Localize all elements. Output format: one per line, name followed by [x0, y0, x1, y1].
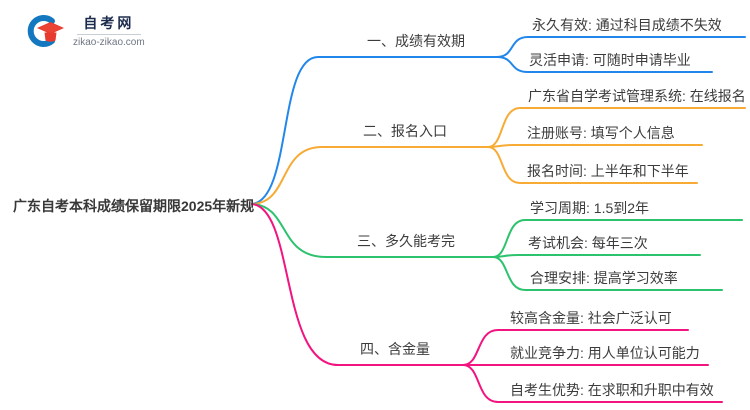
leaf-1-1: 永久有效: 通过科目成绩不失效	[532, 17, 722, 33]
branch-label-1: 一、成绩有效期	[367, 33, 465, 49]
branch-2-leaf-3-line	[487, 146, 698, 184]
leaf-3-2: 考试机会: 每年三次	[528, 235, 648, 251]
branch-2-line	[251, 146, 489, 205]
logo-text-block: 自考网 zikao-zikao.com	[73, 15, 145, 48]
leaf-4-2: 就业竞争力: 用人单位认可能力	[510, 345, 700, 361]
graduation-cap-icon	[27, 15, 64, 47]
logo-divider	[76, 33, 141, 35]
branch-4-line	[251, 203, 464, 366]
branch-1-leaf-1-line	[496, 36, 746, 58]
branch-3-leaf-1-line	[492, 219, 743, 258]
leaf-4-3: 自考生优势: 在求职和升职中有效	[510, 382, 714, 398]
leaf-1-2: 灵活申请: 可随时申请毕业	[529, 52, 691, 68]
leaf-2-1: 广东省自学考试管理系统: 在线报名	[528, 88, 746, 104]
leaf-2-3: 报名时间: 上半年和下半年	[527, 163, 689, 179]
branch-3-leaf-2-line	[492, 254, 701, 258]
leaf-3-1: 学习周期: 1.5到2年	[530, 200, 650, 216]
branch-2-leaf-1-line	[487, 107, 746, 148]
branch-label-2: 二、报名入口	[363, 123, 447, 139]
logo-domain-url: zikao-zikao.com	[73, 36, 145, 48]
branch-2-leaf-2-line	[487, 144, 703, 148]
logo-brand-name: 自考网	[83, 14, 135, 31]
branch-3-leaf-3-line	[492, 256, 723, 291]
root-topic: 广东自考本科成绩保留期限2025年新规	[13, 198, 255, 214]
leaf-2-2: 注册账号: 填写个人信息	[527, 125, 675, 141]
branch-1-line	[251, 56, 498, 205]
branch-4-leaf-1-line	[462, 329, 689, 366]
branch-label-3: 三、多久能考完	[357, 233, 455, 249]
branch-3-line	[251, 203, 494, 258]
branch-label-4: 四、含金量	[360, 341, 430, 357]
branch-1-leaf-2-line	[496, 56, 713, 73]
branch-4-leaf-3-line	[462, 364, 723, 403]
leaf-4-1: 较高含金量: 社会广泛认可	[510, 310, 672, 326]
leaf-3-3: 合理安排: 提高学习效率	[530, 270, 678, 286]
site-logo: 自考网 zikao-zikao.com	[26, 12, 145, 50]
